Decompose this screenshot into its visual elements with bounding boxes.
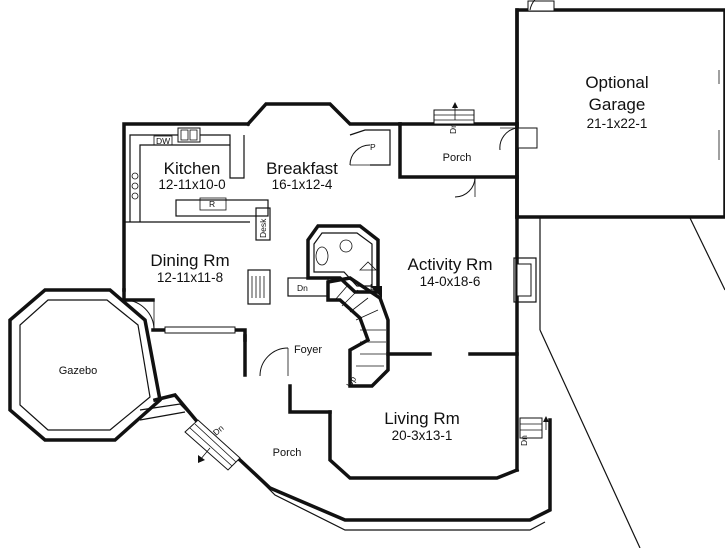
refrigerator-label: R bbox=[209, 199, 215, 209]
laundry-label: L bbox=[370, 282, 375, 292]
living-dims: 20-3x13-1 bbox=[392, 428, 453, 443]
stair-core bbox=[287, 224, 390, 388]
dining-label: Dining Rm bbox=[150, 251, 229, 270]
stair-up-label: Up bbox=[344, 374, 358, 389]
desk-label: Desk bbox=[258, 218, 268, 238]
front-porch-label: Porch bbox=[273, 447, 302, 459]
exterior-walls bbox=[122, 102, 520, 480]
dining-dims: 12-11x11-8 bbox=[157, 270, 223, 285]
side-porch-down-label: Dn bbox=[519, 435, 529, 446]
kitchen-label: Kitchen bbox=[164, 159, 221, 178]
activity-label: Activity Rm bbox=[408, 255, 493, 274]
stair-arrows bbox=[198, 102, 549, 463]
garage-label-line1: Optional bbox=[585, 73, 648, 92]
pantry-label: P bbox=[370, 142, 376, 152]
living-label: Living Rm bbox=[384, 409, 460, 428]
gazebo bbox=[8, 288, 162, 442]
foyer-label: Foyer bbox=[294, 344, 322, 356]
stair-down-label: Dn bbox=[297, 283, 308, 293]
labels: Optional Garage 21-1x22-1 Kitchen 12-11x… bbox=[59, 73, 649, 459]
gazebo-label: Gazebo bbox=[59, 365, 98, 377]
interior-walls bbox=[123, 257, 537, 377]
driveway-lines bbox=[539, 217, 725, 548]
back-porch-label: Porch bbox=[443, 152, 472, 164]
dishwasher-label: DW bbox=[156, 136, 170, 146]
garage-dims: 21-1x22-1 bbox=[587, 116, 648, 131]
breakfast-label: Breakfast bbox=[266, 159, 338, 178]
breakfast-dims: 16-1x12-4 bbox=[272, 177, 333, 192]
activity-dims: 14-0x18-6 bbox=[420, 274, 481, 289]
kitchen-dims: 12-11x10-0 bbox=[158, 177, 225, 192]
garage-label-line2: Garage bbox=[589, 95, 646, 114]
kitchen bbox=[129, 127, 271, 241]
front-porch bbox=[139, 393, 552, 531]
back-porch-down-label: Dn bbox=[448, 123, 458, 134]
breakfast bbox=[349, 129, 391, 166]
back-porch bbox=[398, 109, 519, 198]
